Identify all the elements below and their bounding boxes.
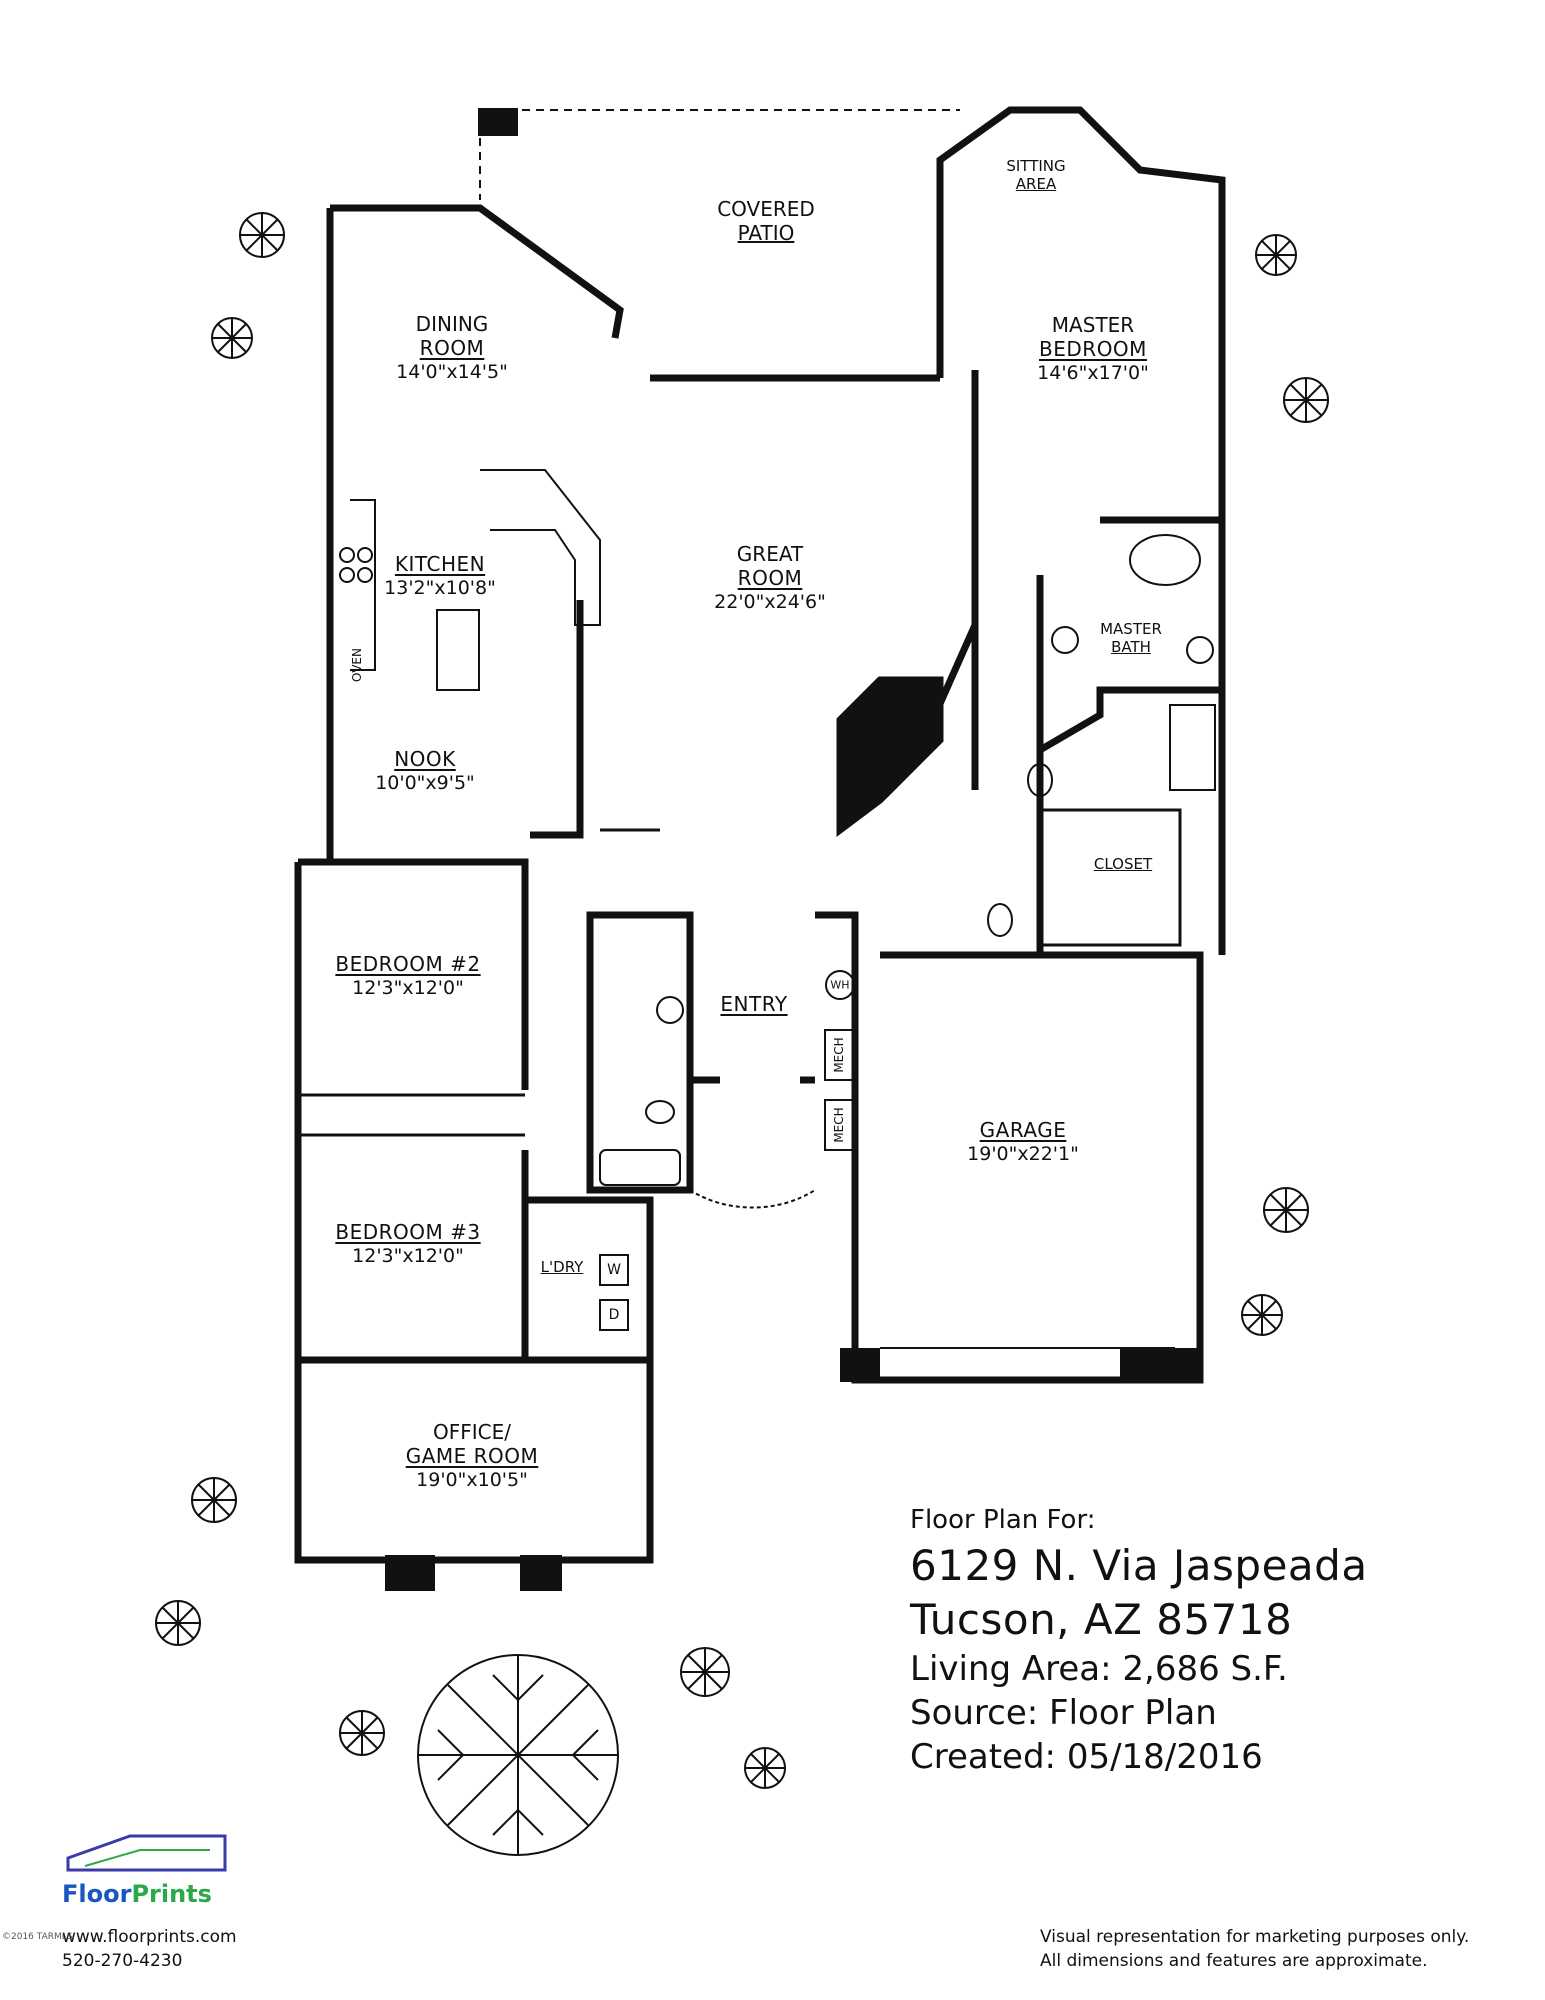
washer-label: W xyxy=(607,1262,621,1278)
label-master-bath: MASTER BATH xyxy=(1100,620,1162,656)
bathtub xyxy=(599,1149,681,1186)
tree-icon xyxy=(1255,234,1297,276)
wall xyxy=(1040,808,1182,947)
disclaimer: Visual representation for marketing purp… xyxy=(1040,1927,1470,1971)
copyright: ©2016 TARMLS xyxy=(2,1932,73,1942)
mech-label-1: MECH xyxy=(832,1037,846,1073)
label-office-game-room: OFFICE/ GAME ROOM 19'0"x10'5" xyxy=(405,1420,539,1491)
label-dining-room: DINING ROOM 14'0"x14'5" xyxy=(396,312,508,383)
source: Source: Floor Plan xyxy=(910,1693,1217,1733)
toilet xyxy=(987,903,1013,937)
shower xyxy=(1169,704,1216,791)
wall xyxy=(936,106,1226,955)
kitchen-island xyxy=(436,609,480,691)
kitchen-counter xyxy=(480,469,601,626)
info-heading: Floor Plan For: xyxy=(910,1505,1096,1535)
wall xyxy=(530,600,584,839)
label-bedroom-3: BEDROOM #3 12'3"x12'0" xyxy=(335,1220,481,1267)
listing-info: Floor Plan For: 6129 N. Via Jaspeada Tuc… xyxy=(910,1505,1368,1779)
tree-icon xyxy=(191,1477,237,1523)
water-heater-label: WH xyxy=(830,978,850,992)
label-laundry: L'DRY xyxy=(540,1258,584,1276)
mech-label-2: MECH xyxy=(832,1107,846,1143)
wall xyxy=(298,858,529,1090)
website: www.floorprints.com xyxy=(62,1927,237,1947)
logo-house-icon xyxy=(66,1834,227,1872)
sink xyxy=(1051,626,1079,654)
phone: 520-270-4230 xyxy=(62,1951,183,1971)
toilet xyxy=(645,1100,675,1124)
washer xyxy=(599,1254,629,1286)
large-tree-icon xyxy=(417,1654,619,1856)
kitchen-counter xyxy=(350,499,376,671)
fireplace xyxy=(836,676,944,837)
bathtub-master xyxy=(1129,534,1201,586)
tree-icon xyxy=(680,1647,730,1697)
label-entry: ENTRY xyxy=(720,992,788,1016)
label-kitchen: KITCHEN 13'2"x10'8" xyxy=(384,552,496,599)
label-master-bedroom: MASTER BEDROOM 14'6"x17'0" xyxy=(1037,313,1149,384)
label-great-room: GREAT ROOM 22'0"x24'6" xyxy=(714,542,826,613)
label-sitting-area: SITTING AREA xyxy=(1006,157,1066,193)
sink xyxy=(1186,636,1214,664)
tree-icon xyxy=(339,1710,385,1756)
wall xyxy=(586,911,694,1194)
tree-icon xyxy=(211,317,253,359)
tree-icon xyxy=(155,1600,201,1646)
label-nook: NOOK 10'0"x9'5" xyxy=(375,747,475,794)
label-bedroom-2: BEDROOM #2 12'3"x12'0" xyxy=(335,952,481,999)
tree-icon xyxy=(239,212,285,258)
tree-icon xyxy=(744,1747,786,1789)
wall xyxy=(1038,686,1222,754)
water-heater xyxy=(825,970,855,1000)
wall xyxy=(294,862,654,1564)
dryer-label: D xyxy=(608,1307,620,1323)
logo-brand: FloorPrints xyxy=(62,1880,212,1908)
sink xyxy=(656,996,684,1024)
tree-icon xyxy=(1283,377,1329,423)
wall xyxy=(525,1196,654,1360)
wall xyxy=(330,204,624,339)
address-line-1: 6129 N. Via Jaspeada xyxy=(910,1541,1368,1590)
created-date: Created: 05/18/2016 xyxy=(910,1737,1263,1777)
address-line-2: Tucson, AZ 85718 xyxy=(910,1595,1293,1644)
wall xyxy=(815,911,1204,1384)
dryer xyxy=(599,1299,629,1331)
mech-closet xyxy=(824,1029,854,1081)
oven-label: OVEN xyxy=(350,647,364,683)
tree-icon xyxy=(1241,1294,1283,1336)
toilet xyxy=(1027,763,1053,797)
tree-icon xyxy=(1263,1187,1309,1233)
living-area: Living Area: 2,686 S.F. xyxy=(910,1649,1288,1689)
mech-closet xyxy=(824,1099,854,1151)
entry-arc xyxy=(689,1189,816,1209)
label-covered-patio: COVERED PATIO xyxy=(717,197,815,245)
label-garage: GARAGE 19'0"x22'1" xyxy=(967,1118,1079,1165)
label-closet: CLOSET xyxy=(1093,855,1153,873)
contact-info: www.floorprints.com 520-270-4230 xyxy=(62,1925,237,1973)
